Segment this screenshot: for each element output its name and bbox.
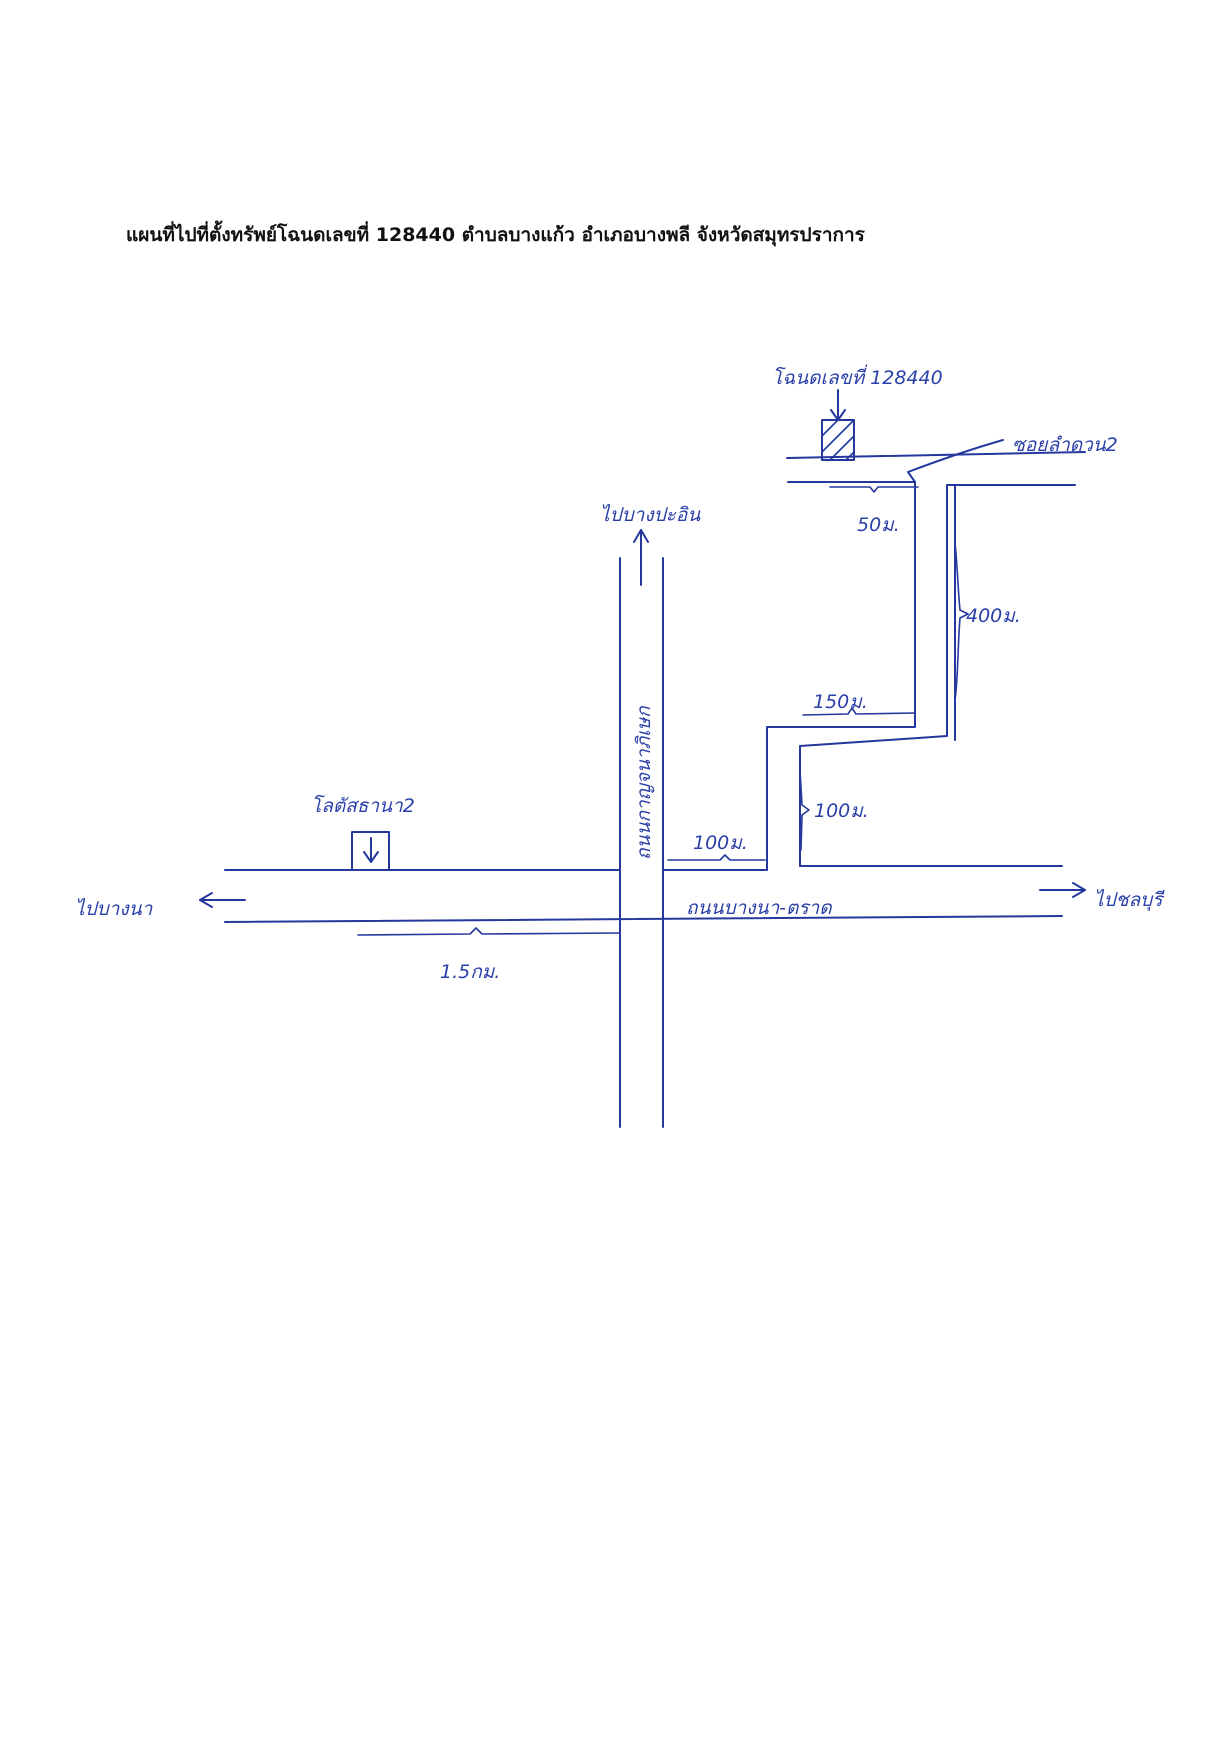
north-destination-label: ไปบางปะอิน [600,503,701,526]
dim-100-horizontal-bracket [667,854,766,861]
lane-outer-edge [766,481,916,871]
dist-1-5-label: 1.5กม. [440,961,500,983]
lotus-box [351,831,390,871]
dim-100-vertical-bracket [799,769,810,851]
direction-arrows [199,529,1086,908]
vertical-road-name: ถนนกาญจนาภิเษก [633,705,655,860]
east-destination-label: ไปชลบุรี [1094,888,1165,911]
soi-pointer-line [907,439,1004,483]
lotus-label: โลตัสธานา2 [311,794,415,817]
dimension-marks [357,486,969,936]
vertical-road [619,557,664,1128]
soi-label: ซอยลำดวน2 [1012,434,1118,456]
main-road [224,865,1063,923]
dim-400-bracket [954,541,969,701]
dim-1-5-bracket [357,927,621,936]
dist-100-vertical-label: 100ม. [814,800,869,822]
parcel-arrow-head [830,409,846,421]
dim-50-bracket [829,486,919,493]
dist-50-label: 50ม. [857,514,900,536]
lotus-marker [351,831,390,871]
lane-inner-edge [799,484,1076,867]
dist-150-label: 150ม. [813,691,868,713]
dist-100-horizontal-label: 100ม. [693,832,748,854]
parcel-label: โฉนดเลขที่ 128440 [772,364,943,389]
access-lane [766,451,1086,871]
main-road-south-edge [224,915,1063,923]
main-road-name: ถนนบางนา-ตราด [686,897,833,919]
soi-north-edge [786,451,1086,459]
west-destination-label: ไปบางนา [75,897,154,920]
map-title: แผนที่ไปที่ตั้งทรัพย์โฉนดเลขที่ 128440 ต… [126,224,865,246]
dim-150-bracket [802,707,916,716]
dist-400-label: 400ม. [966,605,1021,627]
parcel-marker [821,389,855,461]
lane-double-line [947,484,956,741]
